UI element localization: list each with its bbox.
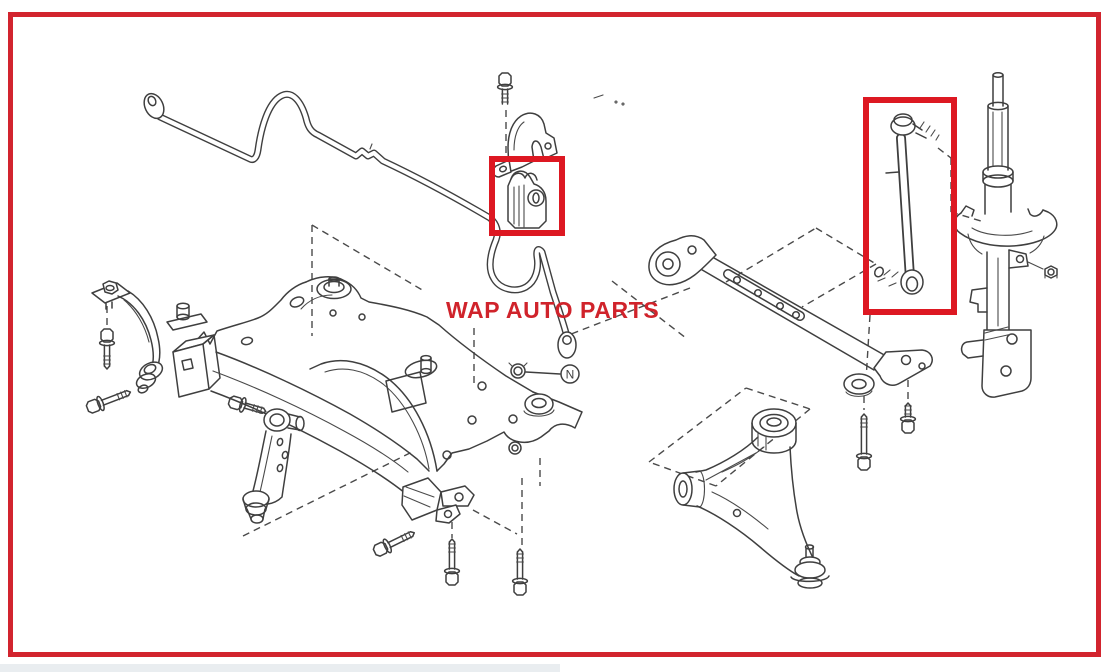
n-badge-label: N xyxy=(566,368,575,382)
stabilizer-bushing xyxy=(507,170,547,229)
strut-nut xyxy=(1044,265,1058,279)
crossmember-bolt-right xyxy=(511,548,529,596)
n-leader-line xyxy=(525,371,561,375)
stray-marks xyxy=(593,94,625,106)
control-arm-ball-joint xyxy=(790,544,830,589)
left-stabilizer-link xyxy=(91,280,164,394)
stabilizer-bushing-highlight xyxy=(489,156,565,236)
assembly-guide-lines xyxy=(106,110,982,546)
watermark-text: WAP AUTO PARTS xyxy=(446,297,660,323)
support-bracket-bar xyxy=(648,235,933,397)
support-bar-long-bolt xyxy=(855,413,873,471)
bracket-mount-bolt xyxy=(496,72,514,105)
crossmember-bolt-left xyxy=(443,538,461,586)
stabilizer-link xyxy=(873,113,940,295)
left-link-diagonal-bolt xyxy=(85,389,132,414)
stabilizer-bar-left-eyelet xyxy=(143,92,165,120)
n-badge: N xyxy=(560,364,580,384)
connecting-bracket-bolt xyxy=(227,395,267,414)
lower-control-arm xyxy=(673,408,830,589)
left-link-vertical-bolt xyxy=(98,328,116,370)
support-bar-short-bolt xyxy=(899,402,917,434)
stabilizer-link-highlight xyxy=(863,97,957,315)
stabilizer-bar-bracket xyxy=(492,112,558,178)
scan-artifact-strip xyxy=(0,664,560,672)
crossmember-diagonal-bolt xyxy=(372,531,416,557)
flange-nut-n xyxy=(508,362,528,379)
connecting-bracket xyxy=(242,408,305,524)
image-border xyxy=(8,12,1101,657)
strut-assembly xyxy=(953,72,1058,398)
stabilizer-bar-right-eyelet xyxy=(557,331,577,359)
front-crossmember xyxy=(166,276,583,524)
